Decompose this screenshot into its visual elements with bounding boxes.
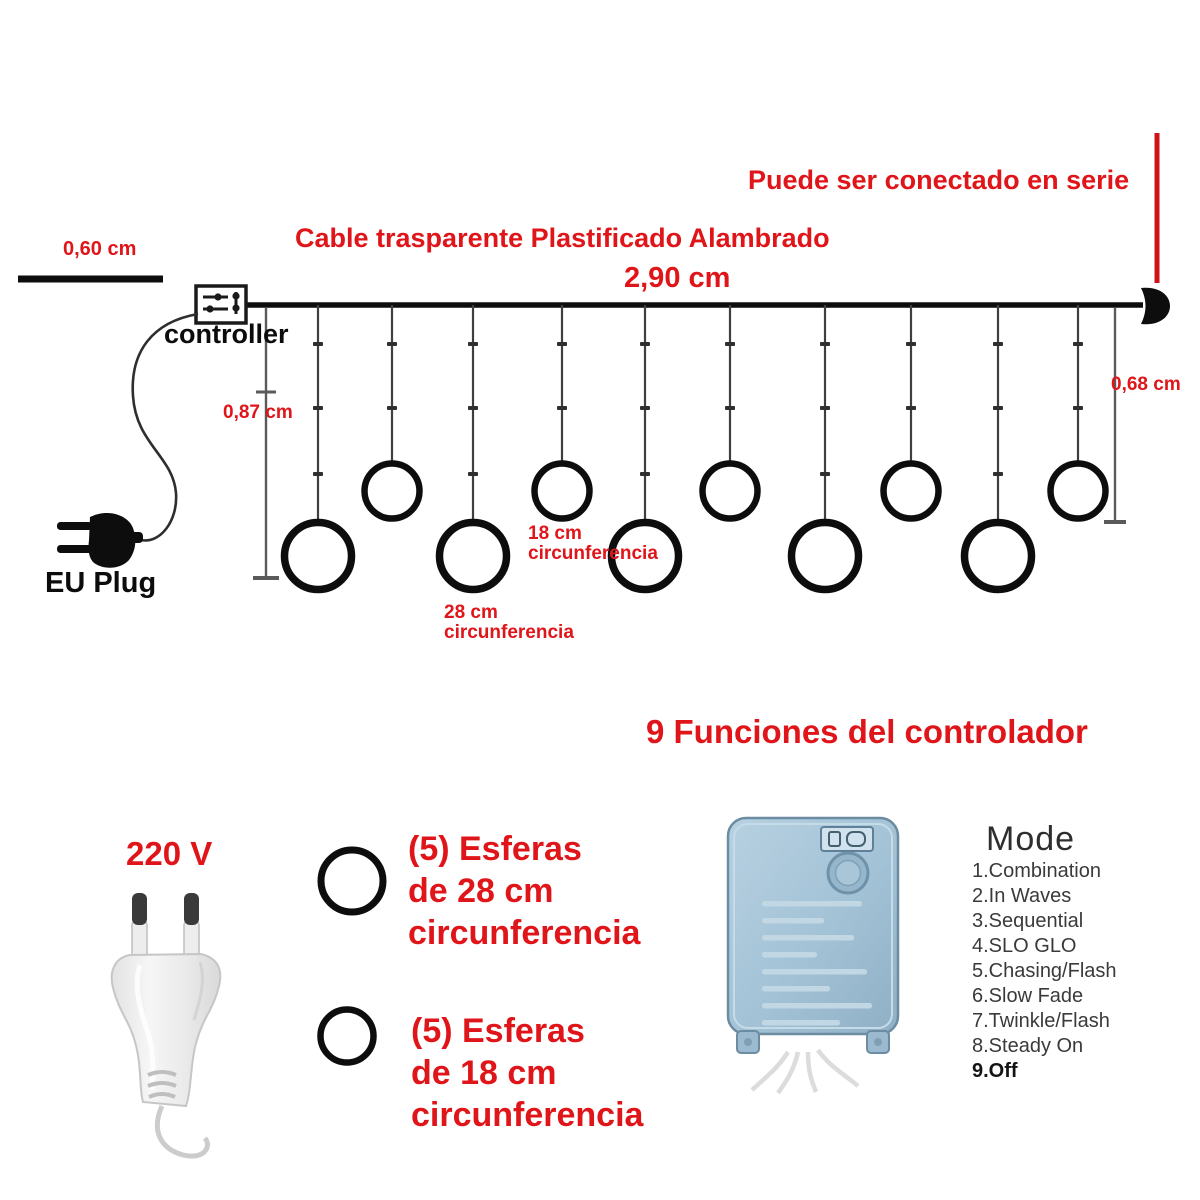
mode-item-8: 8.Steady On [972, 1035, 1084, 1057]
lead-length-label: 0,60 cm [63, 238, 137, 260]
voltage-label: 220 V [126, 835, 213, 872]
sphere-28-circle [787, 518, 863, 594]
led-tick [906, 406, 916, 410]
esferas-28-line1: (5) Esferas [408, 830, 582, 868]
right-height-measure [1104, 308, 1126, 524]
sphere-18-legend-circle [317, 1006, 377, 1066]
mode-item-4: 4.SLO GLO [972, 935, 1077, 957]
sphere-18-note-line2: circunferencia [528, 543, 658, 564]
led-tick [468, 342, 478, 346]
sphere-28-circle [280, 518, 356, 594]
led-tick [993, 472, 1003, 476]
led-tick [640, 406, 650, 410]
led-tick [1073, 342, 1083, 346]
mode-item-1: 1.Combination [972, 860, 1101, 882]
embossed-text-lines [762, 901, 872, 1026]
series-connector-icon [1141, 287, 1170, 325]
plug-cord [131, 312, 199, 542]
led-tick [313, 406, 323, 410]
drops-group [280, 305, 1109, 594]
sphere-28-note-line2: circunferencia [444, 622, 574, 643]
sphere-28-note: 28 cm circunferencia [444, 603, 574, 643]
sphere-18-note: 18 cm circunferencia [528, 524, 658, 564]
led-tick [906, 342, 916, 346]
led-tick [820, 342, 830, 346]
esferas-18-text: (5) Esferas de 18 cm circunferencia [411, 1010, 643, 1136]
esferas-28-line3: circunferencia [408, 914, 641, 952]
mode-item-3: 3.Sequential [972, 910, 1084, 932]
series-note-label: Puede ser conectado en serie [748, 165, 1130, 195]
sphere-28-circle [607, 518, 683, 594]
left-height-label: 0,87 cm [223, 402, 293, 423]
led-tick [557, 342, 567, 346]
controller-wires [750, 1048, 860, 1095]
sphere-18-circle [361, 460, 423, 522]
led-tick [640, 472, 650, 476]
led-tick [1073, 406, 1083, 410]
mode-item-6: 6.Slow Fade [972, 985, 1084, 1007]
mode-list: 1.Combination 2.In Waves 3.Sequential 4.… [972, 859, 1117, 1084]
right-height-label: 0,68 cm [1111, 374, 1181, 395]
led-tick [820, 406, 830, 410]
mode-item-9: 9.Off [972, 1060, 1018, 1082]
mode-item-5: 5.Chasing/Flash [972, 960, 1117, 982]
led-tick [725, 342, 735, 346]
sphere-18-circle [531, 460, 593, 522]
esferas-18-line2: de 18 cm [411, 1054, 557, 1092]
sphere-18-circle [699, 460, 761, 522]
mode-item-2: 2.In Waves [972, 885, 1072, 907]
cable-length-label: 2,90 cm [624, 262, 731, 294]
mode-item-7: 7.Twinkle/Flash [972, 1010, 1110, 1032]
led-tick [313, 472, 323, 476]
sphere-28-note-line1: 28 cm [444, 602, 498, 623]
functions-title: 9 Funciones del controlador [646, 713, 1088, 750]
led-tick [993, 406, 1003, 410]
controller-photo [726, 816, 900, 1095]
sphere-18-note-line1: 18 cm [528, 523, 582, 544]
controller-box-icon [194, 284, 248, 325]
eu-plug-label: EU Plug [45, 567, 157, 599]
power-plug-photo [110, 893, 222, 1159]
led-tick [557, 406, 567, 410]
led-tick [640, 342, 650, 346]
esferas-18-line3: circunferencia [411, 1096, 644, 1134]
mode-heading: Mode [986, 820, 1076, 858]
cable-type-label: Cable trasparente Plastificado Alambrado [295, 223, 830, 253]
led-tick [468, 406, 478, 410]
led-tick [387, 406, 397, 410]
sphere-18-circle [880, 460, 942, 522]
led-tick [313, 342, 323, 346]
sphere-28-legend-circle [317, 846, 387, 916]
led-tick [387, 342, 397, 346]
led-tick [993, 342, 1003, 346]
esferas-28-line2: de 28 cm [408, 872, 554, 910]
left-height-measure [253, 308, 279, 580]
led-tick [820, 472, 830, 476]
esferas-28-text: (5) Esferas de 28 cm circunferencia [408, 828, 640, 954]
eu-plug-icon [57, 512, 143, 568]
sphere-28-circle [435, 518, 511, 594]
led-tick [468, 472, 478, 476]
esferas-18-line1: (5) Esferas [411, 1012, 585, 1050]
sphere-28-circle [960, 518, 1036, 594]
controller-label: controller [164, 319, 289, 349]
sphere-18-circle [1047, 460, 1109, 522]
led-tick [725, 406, 735, 410]
